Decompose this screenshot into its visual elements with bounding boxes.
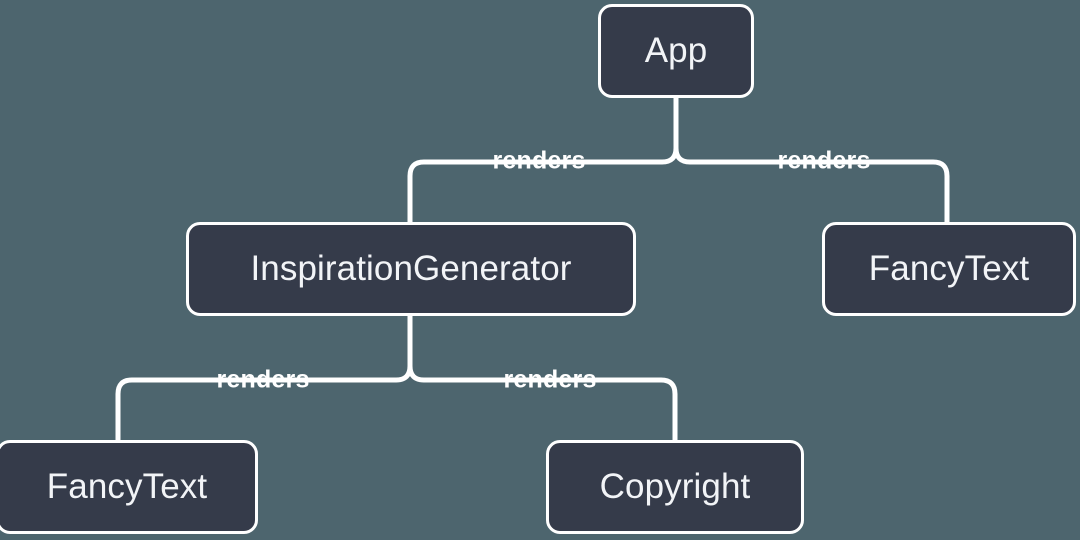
edge-label-inspiration-to-fancytext-bottom: renders xyxy=(216,365,310,394)
edge-inspiration-to-fancytext-bottom xyxy=(115,365,413,440)
edge-label-inspiration-to-copyright: renders xyxy=(503,365,597,394)
edge-app-to-inspiration xyxy=(407,147,679,222)
edge-inspiration-to-copyright xyxy=(407,365,678,440)
node-fancytext-bottom[interactable]: FancyText xyxy=(0,440,258,534)
edge-label-app-to-inspiration: renders xyxy=(492,146,586,175)
node-app[interactable]: App xyxy=(598,4,754,98)
edge-app-to-fancytext-right xyxy=(673,147,950,222)
edge-label-app-to-fancytext-right: renders xyxy=(777,146,871,175)
node-inspiration-generator[interactable]: InspirationGenerator xyxy=(186,222,636,316)
node-fancytext-right[interactable]: FancyText xyxy=(822,222,1076,316)
node-copyright[interactable]: Copyright xyxy=(546,440,804,534)
